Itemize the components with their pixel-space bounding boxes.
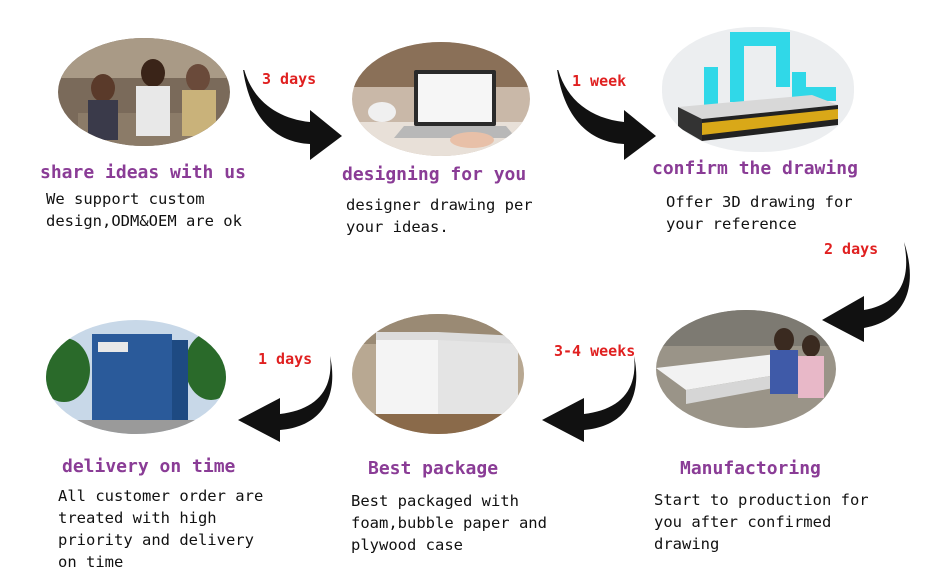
curved-arrow-left-icon: [542, 356, 637, 442]
curved-arrow-right-icon: [557, 70, 656, 160]
desc-line: We support custom: [46, 190, 205, 208]
photo-container: [46, 320, 226, 434]
step-desc-manufactoring: Start to production for you after confir…: [654, 489, 869, 555]
duration-label: 3 days: [262, 70, 317, 88]
desc-line: design,ODM&OEM are ok: [46, 212, 242, 230]
desc-line: on time: [58, 553, 124, 571]
desc-line: priority and delivery: [58, 531, 254, 549]
duration-label: 3-4 weeks: [554, 342, 636, 360]
step-title-confirm-drawing: confirm the drawing: [652, 158, 858, 179]
duration-label: 1 week: [572, 72, 627, 90]
desc-line: foam,bubble paper and: [351, 514, 547, 532]
duration-label: 2 days: [824, 240, 879, 258]
desc-line: your reference: [666, 215, 797, 233]
step-title-manufactoring: Manufactoring: [680, 458, 821, 479]
photo-factory: [656, 310, 836, 428]
curved-arrow-left-icon: [238, 356, 333, 442]
desc-line: drawing: [654, 535, 720, 553]
step-desc-confirm-drawing: Offer 3D drawing for your reference: [666, 191, 853, 235]
step-title-best-package: Best package: [368, 458, 499, 479]
step-title-share-ideas: share ideas with us: [40, 162, 246, 183]
step-title-designing: designing for you: [342, 164, 527, 185]
desc-line: you after confirmed: [654, 513, 832, 531]
desc-line: Start to production for: [654, 491, 869, 509]
desc-line: All customer order are: [58, 487, 264, 505]
curved-arrow-right-icon: [243, 70, 342, 160]
desc-line: designer drawing per: [346, 196, 533, 214]
photo-meeting: [58, 38, 230, 146]
step-desc-best-package: Best packaged with foam,bubble paper and…: [351, 490, 547, 556]
desc-line: plywood case: [351, 536, 463, 554]
desc-line: Best packaged with: [351, 492, 519, 510]
step-desc-delivery: All customer order are treated with high…: [58, 485, 263, 573]
desc-line: Offer 3D drawing for: [666, 193, 853, 211]
step-title-delivery: delivery on time: [62, 456, 236, 477]
duration-label: 1 days: [258, 350, 313, 368]
step-desc-share-ideas: We support custom design,ODM&OEM are ok: [46, 188, 242, 232]
step-desc-designing: designer drawing per your ideas.: [346, 194, 533, 238]
photo-3d-drawing: [662, 27, 854, 152]
photo-package: [352, 314, 524, 434]
photo-laptop: [352, 42, 530, 156]
curved-arrow-down-icon: [822, 242, 910, 342]
desc-line: treated with high: [58, 509, 217, 527]
desc-line: your ideas.: [346, 218, 449, 236]
